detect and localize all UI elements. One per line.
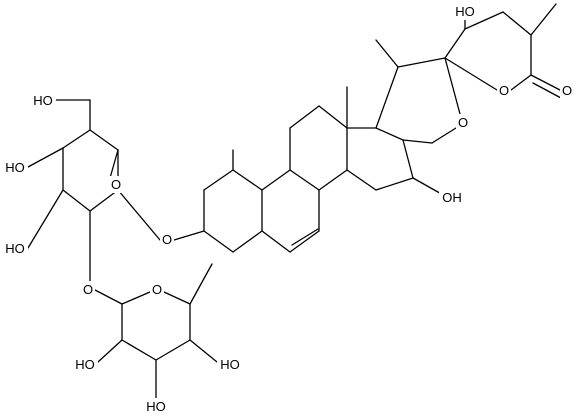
bond [375,66,399,129]
label-oh-lactone-top: HO [455,4,475,19]
bond [530,74,561,91]
bond [97,339,123,363]
label-o-spiro-furan: O [458,115,468,130]
bond [261,230,291,253]
bond [203,230,234,253]
bond [375,39,399,68]
bond [109,149,119,179]
bond [189,339,218,363]
bond [532,82,562,99]
oh-c15: OH [439,189,465,206]
oh-rha-bottom: HO [143,398,169,415]
atom-labels: HO HO HO O O O O HO [2,3,574,415]
bond [27,189,64,249]
bond [173,230,205,241]
bond [232,230,263,253]
bond [62,129,91,149]
bond [510,74,532,91]
bond [375,127,404,141]
bond [289,169,320,191]
label-o-glycosidic-rha: O [83,282,93,297]
label-oh-sugar-ch2oh: HO [33,93,53,108]
bond [402,139,414,179]
o-ring-rhamnose: O [150,281,164,298]
o-ring-glucose: O [109,176,123,193]
bond [346,169,377,191]
bond [121,291,151,305]
bond [89,129,119,151]
bond [89,189,119,212]
bond [502,11,532,36]
bond [375,177,414,191]
label-o-ring-glucose: O [111,177,121,192]
oh-sugar-c4: HO [2,159,28,176]
bond [291,228,319,246]
bond [402,139,433,144]
bond [117,189,161,241]
bond [27,147,64,168]
label-oh-rha-right: HO [220,357,240,372]
bond [232,169,263,191]
oh-rha-left: HO [72,356,98,373]
o-spiro-furan: O [456,114,470,131]
bond [444,57,498,91]
bond [464,11,504,30]
bond-lines [27,3,562,399]
o-lactone-carbonyl: O [560,82,574,99]
bond [289,230,320,253]
bond [530,3,557,36]
bond [163,291,191,305]
bond [121,339,157,361]
bond [431,127,457,144]
bond [203,169,234,191]
bond [318,169,348,191]
bond [261,169,291,191]
bond [318,105,348,129]
bond [62,189,91,212]
label-o-ring-rhamnose: O [152,282,162,297]
bond [189,263,213,305]
oh-sugar-ch2oh: HO [30,92,56,109]
oh-sugar-c3: HO [2,240,28,257]
oh-rha-right: HO [217,356,243,373]
o-glycosidic-c3: O [160,231,174,248]
bond [397,57,446,68]
o-glycosidic-rha: O [81,281,95,298]
label-oh-rha-left: HO [75,357,95,372]
oh-lactone-top: HO [452,3,478,20]
label-o-lactone-carbonyl: O [562,83,572,98]
label-oh-rha-bottom: HO [146,399,166,414]
bond [444,28,466,59]
label-oh-sugar-c3: HO [5,241,25,256]
o-lactone-ring: O [497,82,511,99]
label-o-lactone-ring: O [499,83,509,98]
label-oh-c15: OH [442,190,462,205]
label-o-glycosidic-c3: O [162,232,172,247]
bond [289,105,320,129]
bond [94,289,123,305]
label-oh-sugar-c4: HO [5,160,25,175]
bond [155,339,191,361]
bond [444,57,461,115]
